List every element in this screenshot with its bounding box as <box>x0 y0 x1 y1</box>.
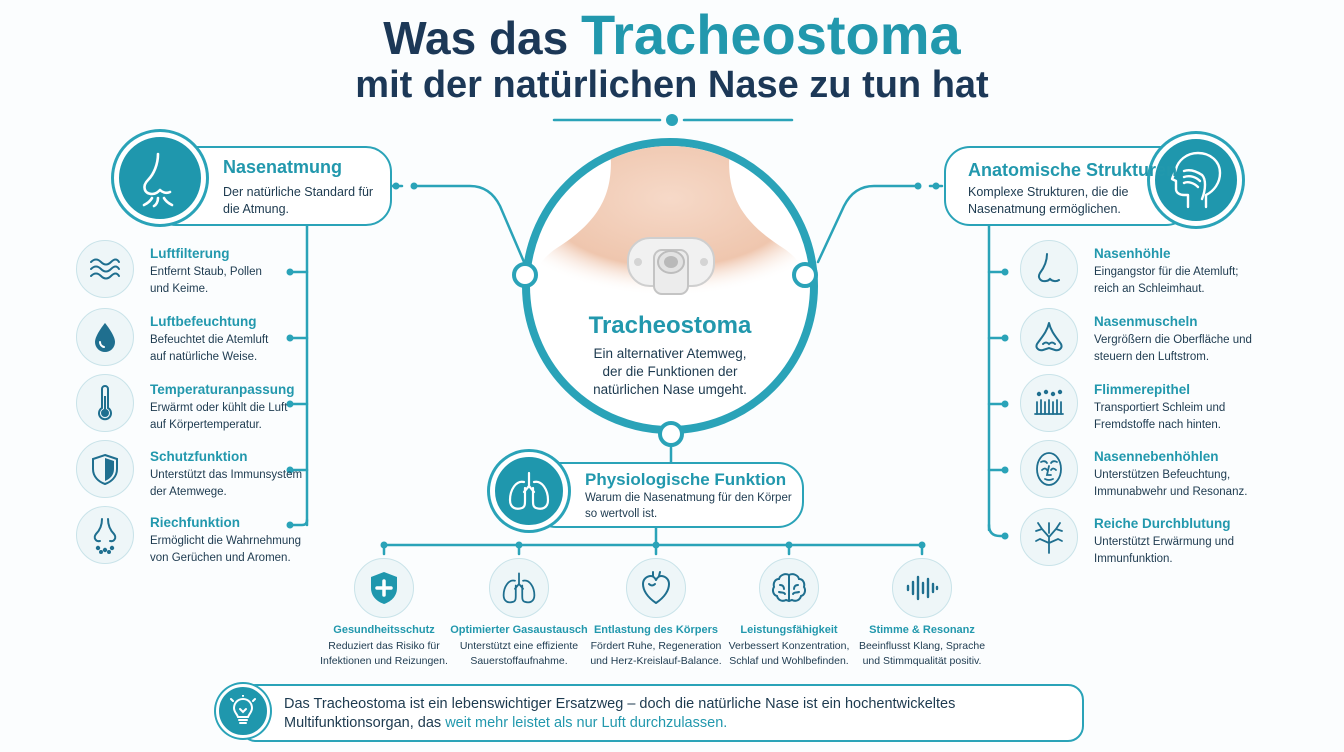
item-title-luftbefeuchtung: Luftbefeuchtung <box>150 314 257 329</box>
water-drop-icon <box>76 308 134 366</box>
face-sinus-icon <box>1020 440 1078 498</box>
benefit-title-stimme-resonanz: Stimme & Resonanz <box>869 624 975 636</box>
summary-box <box>240 684 1084 742</box>
title-part1: Was das <box>383 12 569 64</box>
cilia-icon <box>1020 374 1078 432</box>
summary-text: Das Tracheostoma ist ein lebenswichtiger… <box>284 696 956 731</box>
benefit-title-gesundheitsschutz: Gesundheitsschutz <box>333 624 435 636</box>
waves-icon <box>76 240 134 298</box>
head-anatomy-icon <box>1150 134 1242 226</box>
anatomische-strukturen-text: Komplexe Strukturen, die die Nasenatmung… <box>968 185 1129 216</box>
tracheostoma-text: Ein alternativer Atemweg,der die Funktio… <box>593 346 747 397</box>
nasal-conchae-icon <box>1020 308 1078 366</box>
item-title-nasennebenhoehlen: Nasennebenhöhlen <box>1094 449 1219 464</box>
nasenatmung-text: Der natürliche Standard für die Atmung. <box>223 185 374 216</box>
blood-vessels-icon <box>1020 508 1078 566</box>
tracheostoma-circle <box>522 138 818 434</box>
nose-smell-icon <box>76 506 134 564</box>
item-text: Eingangstor für die Atemluft;reich an Sc… <box>1094 266 1239 295</box>
connector-node-right <box>792 262 818 288</box>
lungs-icon <box>489 558 549 618</box>
heart-icon <box>626 558 686 618</box>
page-title: Was das Tracheostoma <box>0 2 1344 67</box>
nose-breath-icon <box>114 132 206 224</box>
item-title-luftfilterung: Luftfilterung <box>150 246 230 261</box>
item-title-temperaturanpassung: Temperaturanpassung <box>150 382 295 397</box>
physiologische-funktion-title: Physiologische Funktion <box>585 470 787 489</box>
summary-highlight: weit mehr leistet als nur Luft durchzula… <box>445 715 728 731</box>
benefit-title-gasaustausch: Optimierter Gasaustausch <box>450 624 588 636</box>
sound-wave-icon <box>892 558 952 618</box>
physiologische-funktion-card <box>530 462 804 528</box>
item-title-nasenhoehle: Nasenhöhle <box>1094 246 1171 261</box>
page-subtitle: mit der natürlichen Nase zu tun hat <box>355 64 989 106</box>
benefit-title-entlastung: Entlastung des Körpers <box>593 624 719 636</box>
nose-icon <box>1020 240 1078 298</box>
benefit-title-leistungsfaehigkeit: Leistungsfähigkeit <box>740 624 838 636</box>
item-text: Unterstützen Befeuchtung,Immunabwehr und… <box>1094 469 1248 498</box>
item-title-schutzfunktion: Schutzfunktion <box>150 449 248 464</box>
connector-node-bottom <box>658 421 684 447</box>
lightbulb-icon <box>216 684 270 738</box>
tracheostoma-title: Tracheostoma <box>588 312 752 339</box>
shield-plus-icon <box>354 558 414 618</box>
connector-node-left <box>512 262 538 288</box>
stoma-plate <box>627 237 715 295</box>
item-title-flimmerepithel: Flimmerepithel <box>1094 382 1191 397</box>
item-title-nasenmuscheln: Nasenmuscheln <box>1094 314 1198 329</box>
anatomische-strukturen-title: Anatomische Strukturen <box>968 160 1178 180</box>
benefit-text: Verbessert Konzentration,Schlaf und Wohl… <box>728 640 850 667</box>
nasenatmung-title: Nasenatmung <box>223 157 343 177</box>
shield-icon <box>76 440 134 498</box>
item-title-riechfunktion: Riechfunktion <box>150 515 240 530</box>
item-title-reiche-durchblutung: Reiche Durchblutung <box>1094 516 1231 531</box>
title-accent: Tracheostoma <box>581 3 961 66</box>
neck-illustration <box>530 146 810 296</box>
thermometer-icon <box>76 374 134 432</box>
brain-icon <box>759 558 819 618</box>
lungs-icon <box>490 452 568 530</box>
